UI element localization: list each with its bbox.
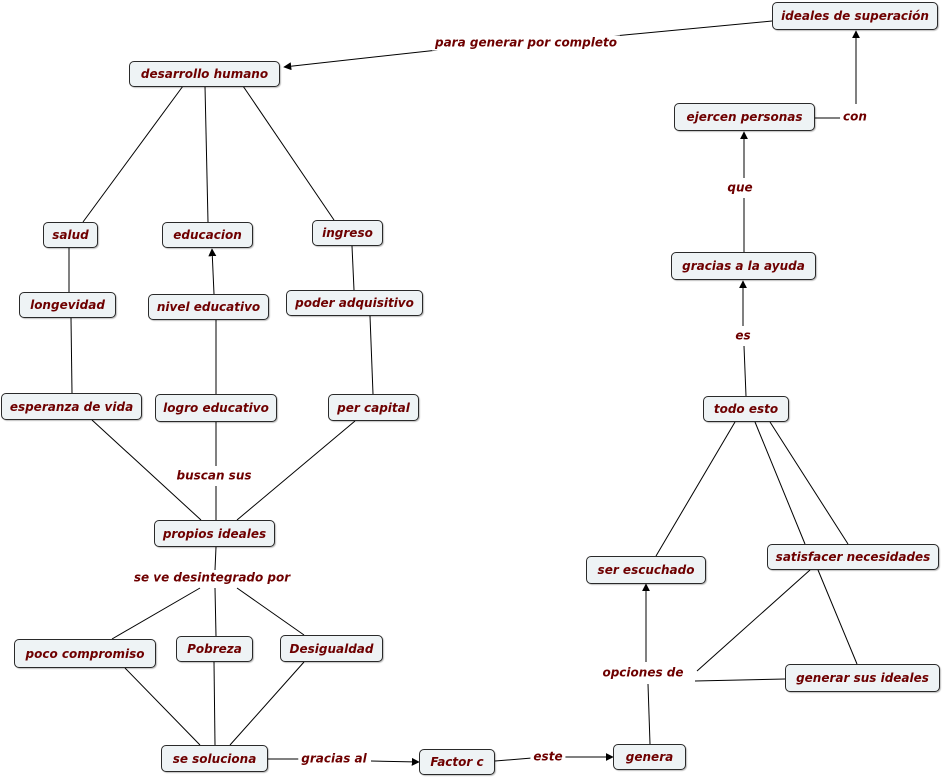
node-gracias-ayuda[interactable]: gracias a la ayuda xyxy=(671,252,816,280)
line-ideales-label xyxy=(613,20,773,37)
line-pobreza-soluciona xyxy=(213,661,216,746)
node-genera[interactable]: genera xyxy=(613,744,686,770)
node-longevidad[interactable]: longevidad xyxy=(19,292,116,318)
node-satisfacer-necesidades[interactable]: satisfacer necesidades xyxy=(767,544,939,570)
label-opciones-de: opciones de xyxy=(599,665,687,681)
node-nivel-educativo[interactable]: nivel educativo xyxy=(148,294,269,320)
label-gracias-al: gracias al xyxy=(298,751,370,767)
label-para-generar: para generar por completo xyxy=(431,35,621,51)
line-desarrollo-salud xyxy=(82,85,184,223)
node-ideales-superacion[interactable]: ideales de superación xyxy=(772,2,938,30)
line-gracias-factor xyxy=(370,757,420,766)
line-desigualdad-soluciona xyxy=(229,661,305,746)
node-desarrollo-humano[interactable]: desarrollo humano xyxy=(129,61,280,87)
node-per-capital[interactable]: per capital xyxy=(328,394,419,421)
line-desarrollo-educacion xyxy=(204,85,209,223)
node-logro-educativo[interactable]: logro educativo xyxy=(155,394,277,422)
label-que: que xyxy=(724,180,756,196)
node-poder-adquisitivo[interactable]: poder adquisitivo xyxy=(286,290,423,316)
line-compromiso-soluciona xyxy=(124,667,201,746)
node-factor-c[interactable]: Factor c xyxy=(419,749,495,775)
label-con: con xyxy=(840,109,870,125)
line-nivel-educacion xyxy=(208,248,217,295)
label-es: es xyxy=(732,328,754,344)
line-desintegrado-compromiso xyxy=(111,587,201,640)
line-poder-per xyxy=(369,315,374,395)
node-ingreso[interactable]: ingreso xyxy=(312,220,383,246)
line-propios-desintegrado xyxy=(214,546,217,571)
label-este: este xyxy=(530,749,566,765)
node-esperanza-vida[interactable]: esperanza de vida xyxy=(1,393,142,420)
node-se-soluciona[interactable]: se soluciona xyxy=(161,745,268,772)
line-todo-es xyxy=(743,345,747,397)
line-esperanza-propios xyxy=(91,419,202,521)
line-desintegrado-desigualdad xyxy=(236,587,305,636)
node-generar-ideales[interactable]: generar sus ideales xyxy=(785,664,940,692)
line-satisfacer-opciones xyxy=(696,569,811,672)
node-todo-esto[interactable]: todo esto xyxy=(703,396,789,422)
line-todo-satisfacer xyxy=(754,421,806,545)
line-longevidad-esperanza xyxy=(70,317,73,394)
node-pobreza[interactable]: Pobreza xyxy=(176,636,253,662)
node-ser-escuchado[interactable]: ser escuchado xyxy=(586,556,706,584)
node-educacion[interactable]: educacion xyxy=(162,222,253,248)
node-propios-ideales[interactable]: propios ideales xyxy=(154,520,275,547)
line-desintegrado-pobreza xyxy=(214,587,217,637)
line-genera-opciones xyxy=(647,683,651,745)
node-ejercen-personas[interactable]: ejercen personas xyxy=(674,103,815,131)
line-label-desarrollo xyxy=(283,49,439,71)
line-per-propios xyxy=(236,420,356,521)
node-salud[interactable]: salud xyxy=(43,222,98,248)
line-factor-este xyxy=(494,757,533,762)
line-ingreso-poder xyxy=(351,245,355,291)
line-satisfacer-generar xyxy=(817,569,858,665)
line-todo-generar xyxy=(769,421,849,545)
node-poco-compromiso[interactable]: poco compromiso xyxy=(14,639,156,668)
label-se-ve-desintegrado: se ve desintegrado por xyxy=(130,570,294,586)
line-generar-opciones xyxy=(694,678,786,682)
node-desigualdad[interactable]: Desigualdad xyxy=(280,635,383,662)
line-todo-escuchado xyxy=(655,421,736,557)
line-desarrollo-ingreso xyxy=(242,85,335,221)
label-buscan-sus: buscan sus xyxy=(173,468,255,484)
